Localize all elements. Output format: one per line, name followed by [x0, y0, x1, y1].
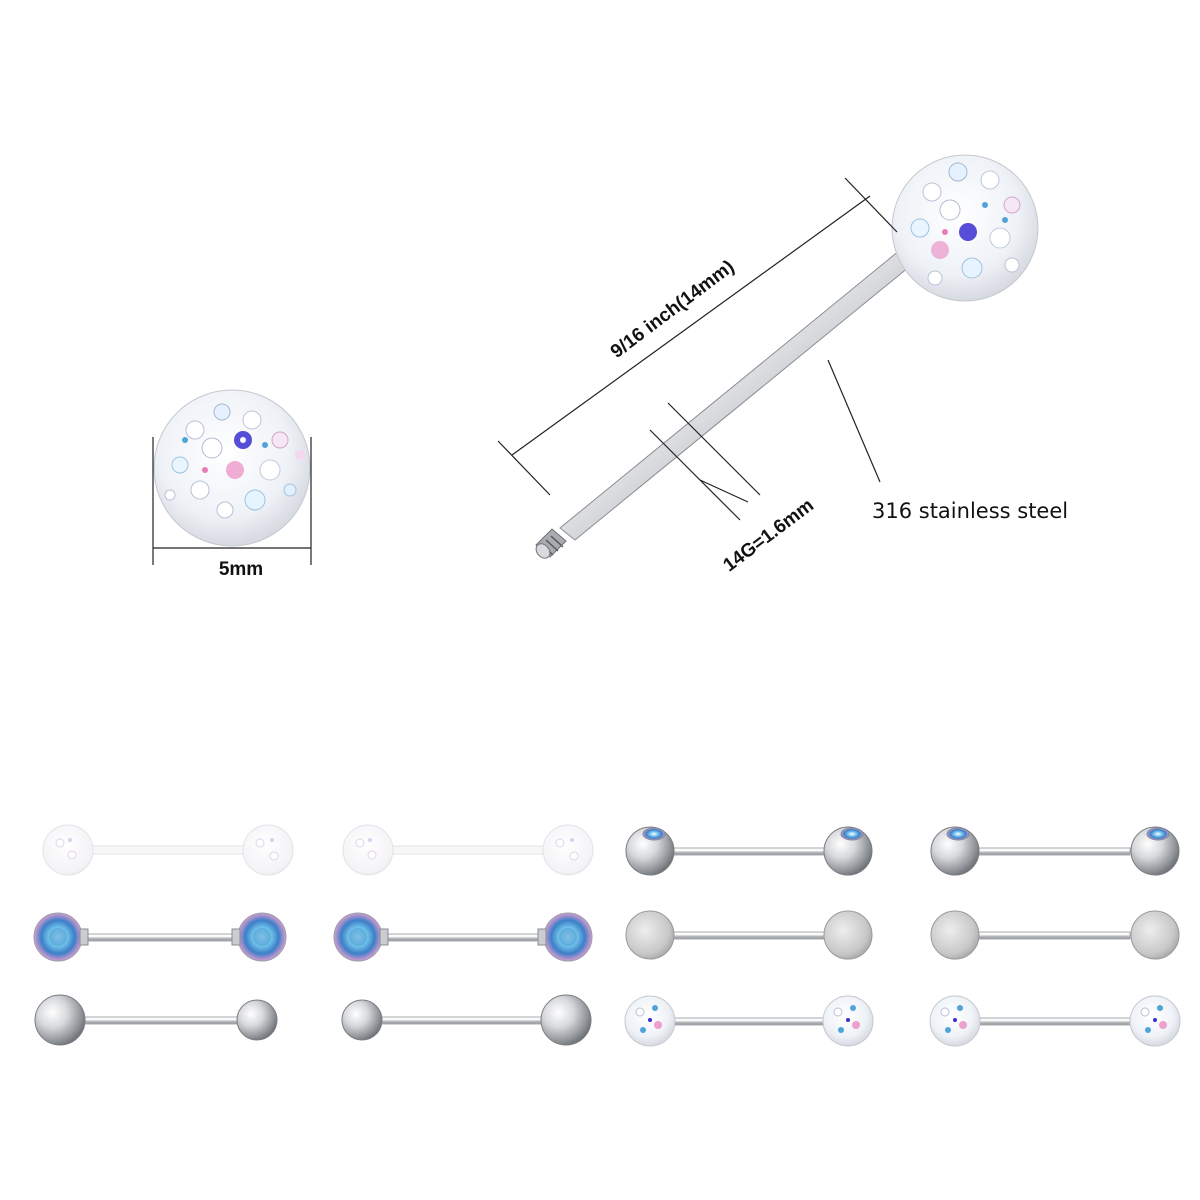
main-barbell: [535, 154, 1039, 559]
threaded-tip: [535, 528, 567, 559]
material-label: 316 stainless steel: [872, 499, 1068, 523]
material-leader-line: [827, 359, 881, 483]
bar-length-dimension: [497, 177, 898, 496]
loose-crystal-ball: [153, 389, 311, 547]
barbell-gem-set-ball: [625, 826, 873, 876]
barbell-steel-ball: [34, 994, 278, 1046]
bar-length-label: 9/16 inch(14mm): [607, 256, 739, 362]
barbell-frosted-ball: [930, 910, 1180, 960]
ball-diameter-label: 5mm: [219, 559, 263, 580]
barbell-prong-set-crystal: [33, 912, 287, 962]
barbell-clear-acrylic: [342, 824, 594, 876]
barbell-frosted-ball: [625, 910, 873, 960]
barbell-paved-crystal-ball: [929, 995, 1181, 1047]
barbell-gem-set-ball: [930, 826, 1180, 876]
barbell-clear-acrylic: [42, 824, 294, 876]
barbell-grid: [33, 824, 1181, 1047]
ball-diameter-dimension: [152, 437, 312, 565]
gauge-dimension: [649, 402, 761, 521]
barbell-paved-crystal-ball: [624, 995, 874, 1047]
gauge-label: 14G=1.6mm: [720, 495, 818, 576]
barbell-prong-set-crystal: [333, 912, 593, 962]
barbell-steel-ball: [341, 994, 592, 1046]
